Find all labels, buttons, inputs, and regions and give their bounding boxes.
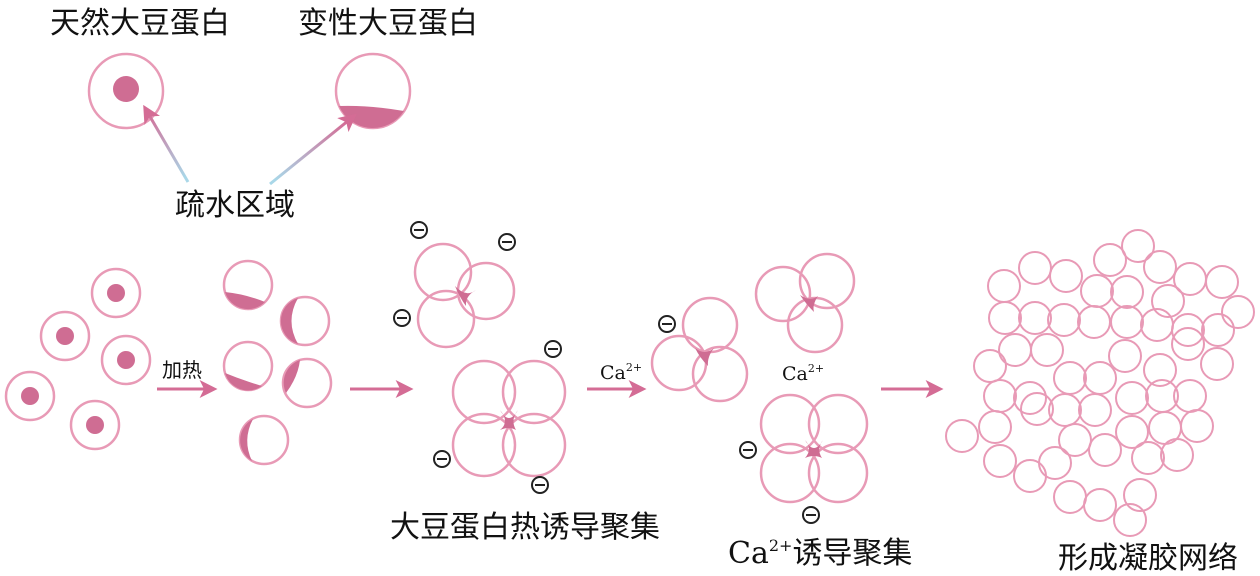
negative-charge-3	[393, 309, 411, 327]
network-node-27	[1083, 361, 1117, 395]
network-node-50	[1053, 480, 1087, 514]
network-node-9	[1080, 274, 1114, 308]
network-node-7	[1205, 265, 1239, 299]
hydrophobic-pointers	[143, 104, 357, 186]
native-protein-1	[90, 267, 142, 319]
network-node-13	[988, 301, 1022, 335]
negative-charge-5	[433, 450, 451, 468]
network-node-37	[1020, 392, 1054, 426]
network-node-19	[1171, 313, 1205, 347]
negative-charge-8	[739, 441, 757, 459]
native-protein-label: 天然大豆蛋白	[50, 6, 230, 41]
heat-aggregate-large	[451, 359, 567, 478]
ca-aggregate-top	[754, 252, 856, 354]
network-node-26	[1053, 361, 1087, 395]
denatured-protein-label: 变性大豆蛋白	[298, 6, 478, 41]
ca-aggregate-left	[650, 296, 749, 403]
network-node-48	[1131, 441, 1165, 475]
network-node-46	[983, 444, 1017, 478]
heat-label: 加热	[162, 358, 202, 382]
network-node-38	[1048, 393, 1082, 427]
network-node-20	[1201, 313, 1235, 347]
native-protein-4	[4, 370, 56, 422]
native-protein	[87, 52, 165, 130]
network-node-1	[1121, 229, 1155, 263]
network-node-40	[1180, 409, 1214, 443]
negative-charge-9	[802, 506, 820, 524]
denatured-protein-4	[281, 357, 333, 409]
network-node-53	[1113, 503, 1147, 537]
negative-charge-7	[658, 315, 676, 333]
network-node-51	[1083, 488, 1117, 522]
network-node-32	[1115, 381, 1149, 415]
denatured-protein-group	[222, 259, 333, 466]
network-node-10	[1110, 275, 1144, 309]
network-node-45	[1038, 446, 1072, 480]
network-node-12	[1221, 295, 1255, 329]
network-node-31	[1013, 381, 1047, 415]
network-node-24	[1171, 327, 1205, 361]
negative-charge-4	[544, 340, 562, 358]
calcium-aggregation-label: Ca2+诱导聚集	[728, 536, 912, 571]
denatured-protein	[334, 52, 412, 130]
network-node-36	[978, 410, 1012, 444]
network-node-30	[983, 379, 1017, 413]
network-node-8	[987, 269, 1021, 303]
network-node-25	[973, 349, 1007, 383]
calcium-middle-label: Ca2+	[782, 362, 824, 385]
heat-aggregation-label: 大豆蛋白热诱导聚集	[390, 510, 660, 545]
network-node-35	[945, 419, 979, 453]
hydrophobic-region-label: 疏水区域	[175, 188, 295, 223]
gel-network	[945, 229, 1255, 537]
native-protein-3	[100, 334, 152, 386]
denatured-protein-3	[222, 340, 274, 392]
denatured-protein-5	[238, 414, 290, 466]
ca-aggregate-charges	[658, 315, 820, 524]
denatured-protein-2	[279, 295, 331, 347]
network-node-16	[1077, 305, 1111, 339]
network-node-4	[1049, 259, 1083, 293]
negative-charge-2	[498, 233, 516, 251]
network-node-5	[1143, 250, 1177, 284]
gel-network-label: 形成凝胶网络	[1058, 541, 1238, 576]
native-protein-2	[39, 310, 91, 362]
negative-charge-6	[531, 476, 549, 494]
network-node-41	[1115, 415, 1149, 449]
network-node-49	[1160, 438, 1194, 472]
network-node-23	[1108, 339, 1142, 373]
native-protein-group	[4, 267, 152, 451]
network-node-28	[1143, 353, 1177, 387]
native-protein-5	[69, 399, 121, 451]
network-node-2	[1093, 243, 1127, 277]
network-node-43	[1058, 423, 1092, 457]
network-node-47	[1013, 459, 1047, 493]
network-node-39	[1078, 393, 1112, 427]
heat-aggregate-small	[413, 242, 516, 349]
network-node-29	[1200, 347, 1234, 381]
heat-aggregate-charges	[393, 221, 562, 494]
network-node-21	[998, 333, 1032, 367]
network-node-11	[1151, 284, 1185, 318]
network-node-15	[1047, 303, 1081, 337]
ca-aggregate-bottom	[759, 393, 869, 504]
network-node-14	[1018, 301, 1052, 335]
network-node-3	[1018, 251, 1052, 285]
network-node-52	[1123, 478, 1157, 512]
denatured-protein-1	[222, 259, 274, 311]
calcium-arrow-label: Ca2+	[600, 361, 642, 384]
network-node-44	[1088, 433, 1122, 467]
network-node-22	[1030, 333, 1064, 367]
negative-charge-1	[410, 221, 428, 239]
network-node-17	[1110, 305, 1144, 339]
